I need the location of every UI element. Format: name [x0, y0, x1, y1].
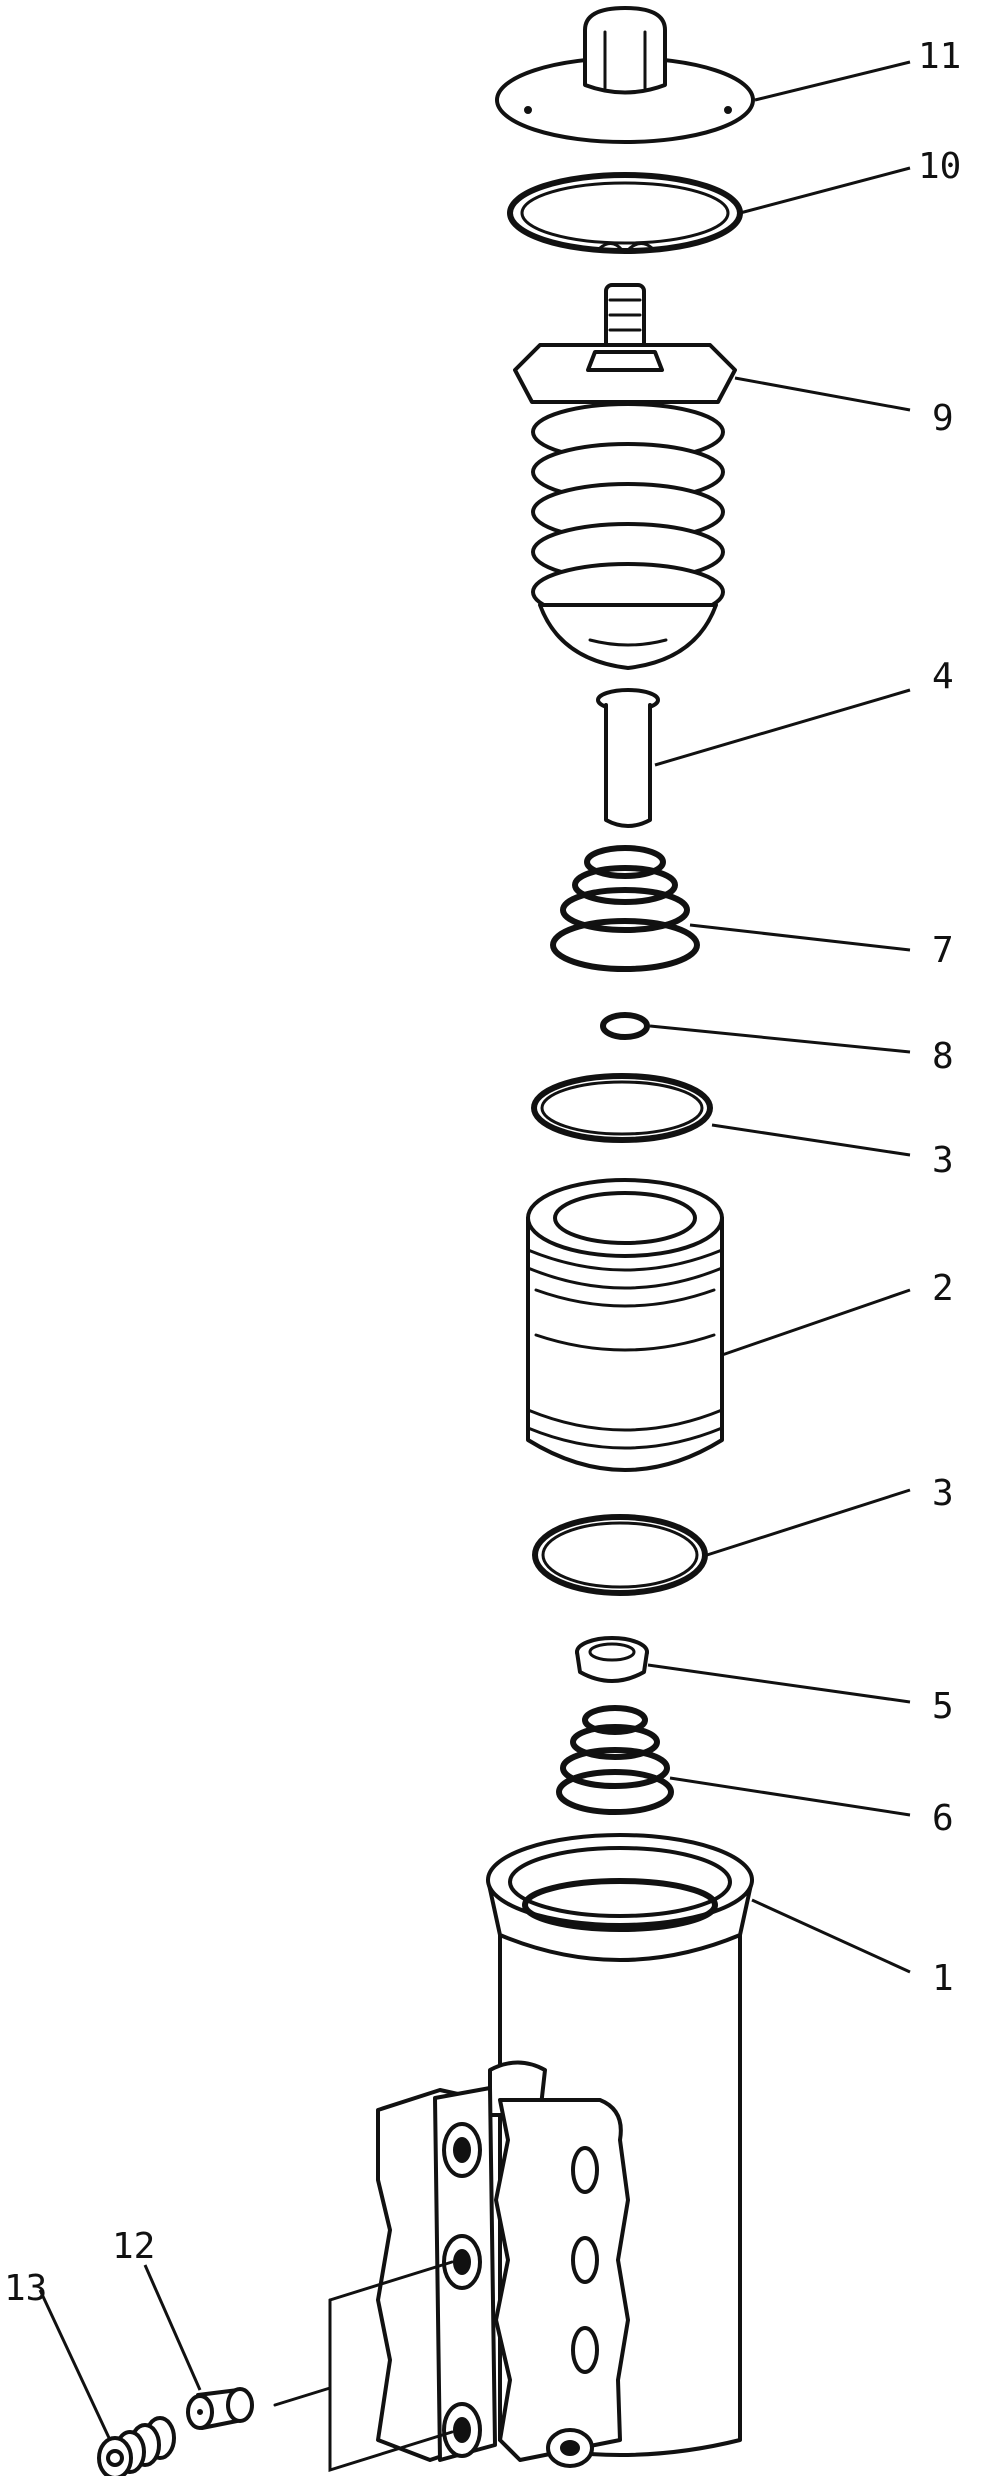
callout-3-upper: 3 — [932, 1140, 954, 1181]
part-7-conical-spring — [550, 845, 700, 972]
part-8-small-o-ring — [600, 1012, 650, 1040]
part-11-cover-cap — [495, 6, 755, 144]
part-2-piston — [526, 1178, 724, 1472]
callout-8: 8 — [932, 1036, 954, 1077]
callout-13: 13 — [4, 2268, 47, 2309]
part-6-spring — [556, 1705, 674, 1815]
callout-3-lower: 3 — [932, 1473, 954, 1514]
callout-1: 1 — [932, 1958, 954, 1999]
leader-lines — [38, 60, 911, 2441]
callout-2: 2 — [932, 1268, 954, 1309]
callout-6: 6 — [932, 1798, 954, 1839]
part-13-threaded-plug — [97, 2416, 176, 2476]
part-4-push-rod — [596, 688, 660, 828]
part-1-housing-body — [273, 1833, 754, 2473]
callout-9: 9 — [932, 398, 954, 439]
part-3-lower-o-ring — [532, 1514, 708, 1596]
part-12-plug — [186, 2387, 254, 2430]
part-10-snap-ring — [507, 172, 743, 254]
part-9-spring-assembly — [513, 283, 737, 670]
callout-10: 10 — [918, 146, 961, 187]
callout-7: 7 — [932, 930, 954, 971]
callout-4: 4 — [932, 656, 954, 697]
part-5-valve-seat — [575, 1636, 649, 1683]
callout-12: 12 — [112, 2226, 155, 2267]
callout-5: 5 — [932, 1686, 954, 1727]
callout-labels: 11 10 9 4 7 8 3 2 3 5 6 1 12 13 — [4, 36, 961, 2309]
callout-11: 11 — [918, 36, 961, 77]
part-3-upper-o-ring — [531, 1073, 713, 1143]
